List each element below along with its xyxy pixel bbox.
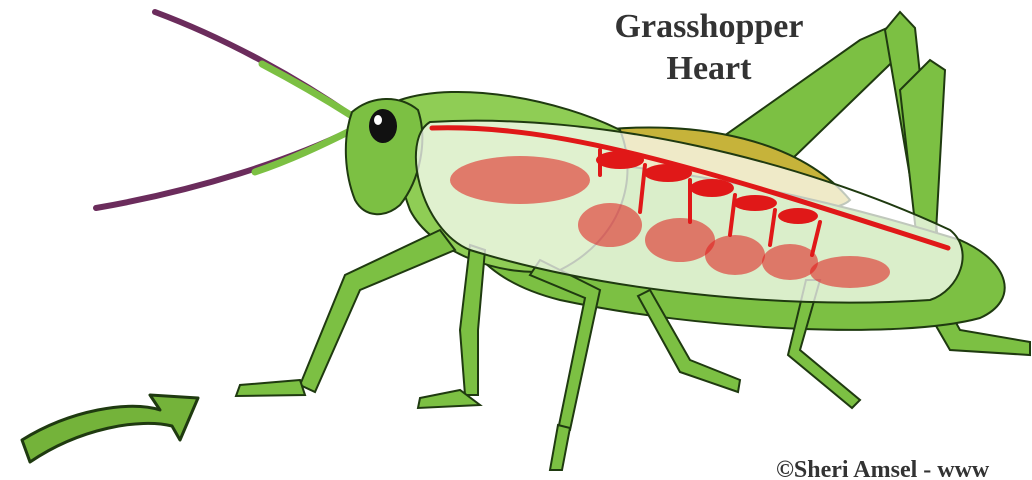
eye: [369, 109, 397, 143]
copyright-credit: ©Sheri Amsel - www: [776, 456, 989, 480]
diagram-title: Grasshopper Heart: [596, 6, 822, 90]
title-line-1: Grasshopper: [596, 6, 822, 48]
curved-arrow-icon: [22, 395, 198, 462]
antennae: [96, 12, 352, 208]
title-line-2: Heart: [596, 48, 822, 90]
